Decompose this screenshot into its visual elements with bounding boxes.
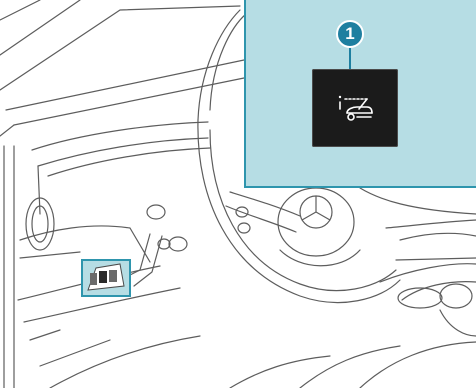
control-knob [147, 205, 165, 219]
switch-button [90, 273, 97, 285]
steering-wheel-button [238, 223, 250, 233]
switch-closeup [312, 69, 398, 147]
instrument-cluster-outline [48, 148, 210, 176]
lower-dashboard-line [30, 330, 60, 340]
center-console-line [400, 233, 476, 240]
lower-dashboard-line [50, 336, 200, 388]
control-knob [169, 237, 187, 251]
highlighted-switch-panel [82, 260, 130, 296]
center-console-line [360, 342, 476, 388]
steering-wheel-spoke [230, 192, 300, 216]
center-console-line [380, 264, 476, 282]
center-console-line [402, 282, 476, 300]
instrument-cluster-outline [32, 122, 208, 150]
switch-button [109, 270, 117, 282]
lower-dashboard-line [20, 252, 80, 258]
instrument-cluster-outline [38, 138, 208, 166]
dashboard-top-line [0, 125, 14, 136]
center-console-line [230, 356, 330, 388]
callout-pointer-line [349, 48, 351, 70]
center-console-line [386, 220, 476, 228]
steering-wheel-rim [210, 14, 246, 110]
lower-dashboard-line [40, 340, 110, 366]
auxiliary-heating-ventilation-switch-icon [337, 93, 375, 123]
console-control [440, 284, 472, 308]
switch-button [99, 271, 107, 283]
center-console-line [396, 258, 476, 260]
center-console-line [440, 310, 476, 336]
steering-wheel-hub [280, 250, 360, 266]
center-console-line [300, 346, 400, 388]
windshield-edge-line [0, 0, 40, 20]
callout-number-badge: 1 [336, 20, 364, 48]
center-console-line [360, 188, 476, 214]
windshield-edge-line [0, 0, 80, 55]
